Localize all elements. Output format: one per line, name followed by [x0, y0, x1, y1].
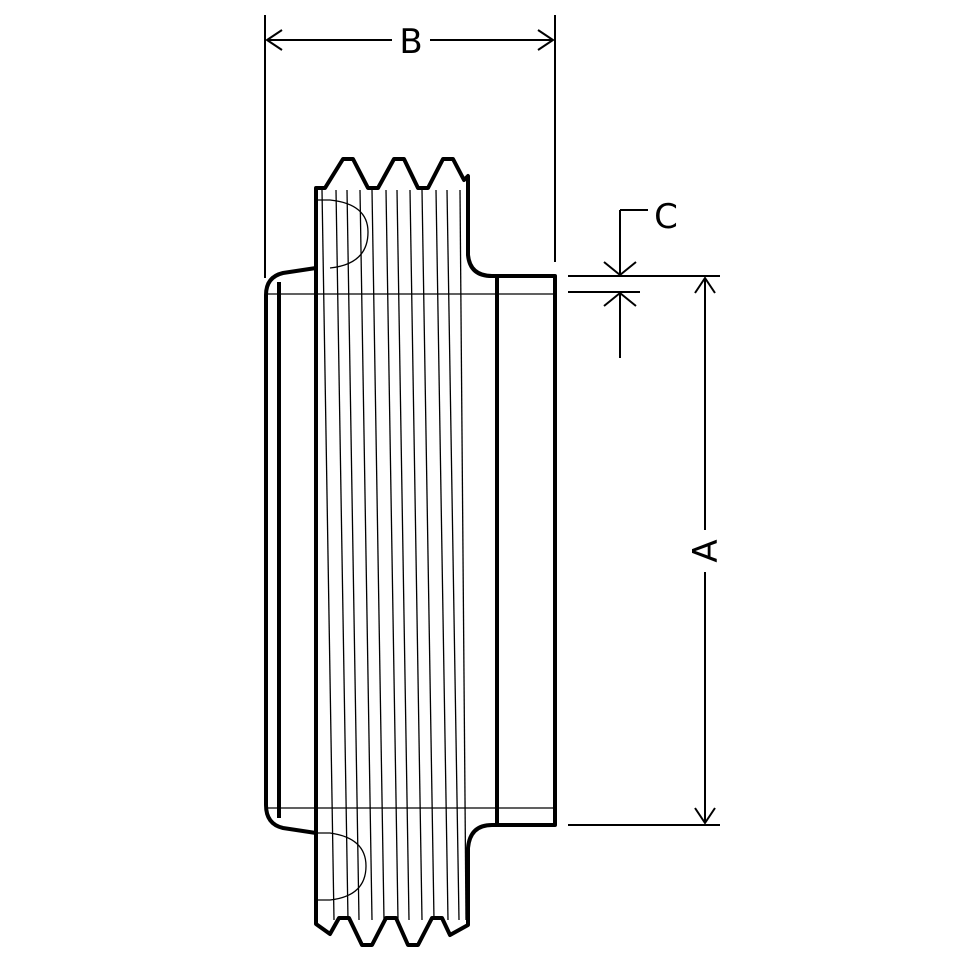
- label-a: A: [686, 539, 726, 562]
- thread-line: [421, 189, 435, 921]
- thread-line: [435, 189, 449, 921]
- thread-line: [409, 189, 423, 921]
- thread-line: [321, 189, 335, 921]
- label-c: C: [654, 197, 678, 237]
- thread-line: [346, 189, 360, 921]
- thread-lines: [321, 189, 467, 921]
- thread-line: [385, 189, 399, 921]
- dimension-a: A: [568, 275, 726, 826]
- thread-line: [371, 189, 385, 921]
- thread-line: [459, 189, 467, 921]
- label-b: B: [399, 22, 422, 62]
- thread-line: [396, 189, 410, 921]
- dimension-c: C: [568, 197, 678, 358]
- thread-line: [446, 189, 460, 921]
- thread-line: [359, 189, 373, 921]
- dimension-b: B: [264, 15, 556, 278]
- fitting-body: [264, 157, 557, 947]
- thread-line: [335, 189, 349, 921]
